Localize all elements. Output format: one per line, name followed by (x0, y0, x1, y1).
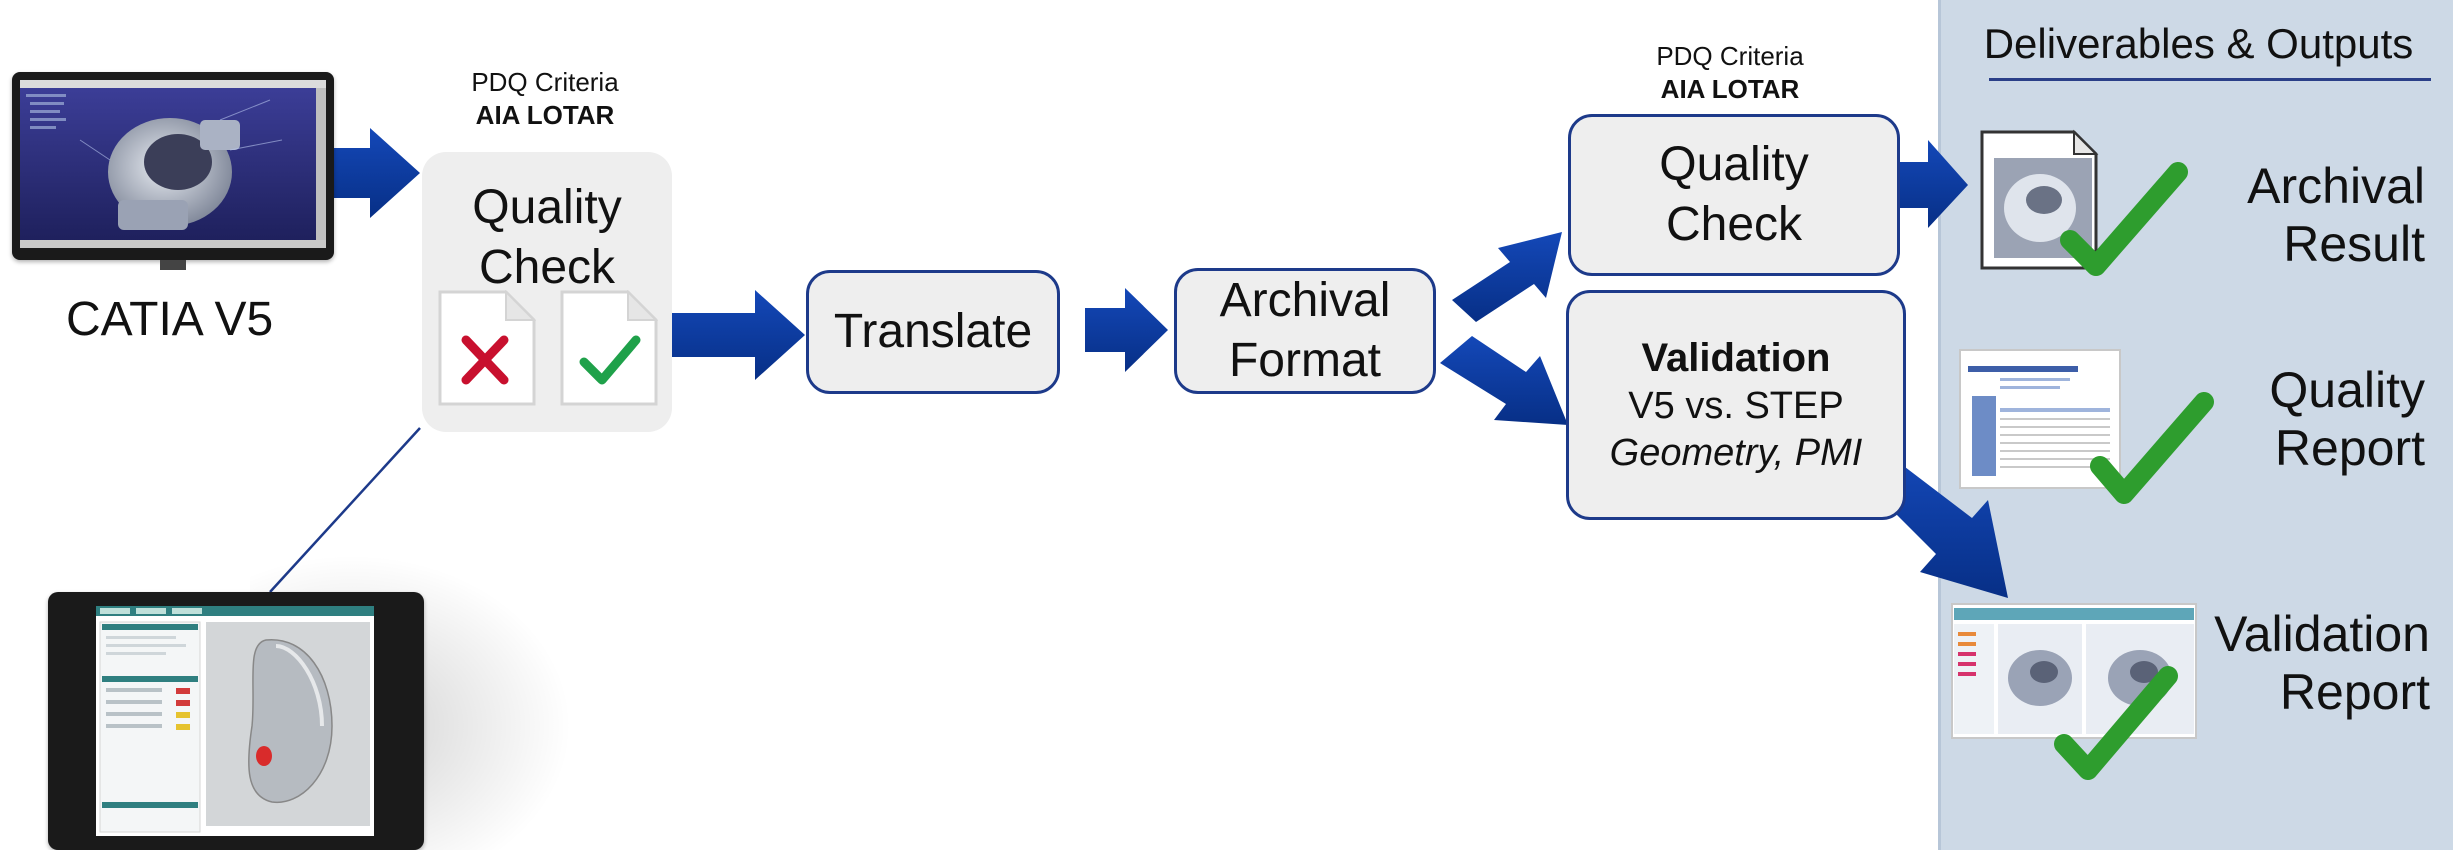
pdq-criteria-2-line1: PDQ Criteria (1656, 41, 1804, 71)
output-1-line2: Result (2283, 215, 2425, 272)
cross-icon (461, 335, 509, 385)
catia-screen-image (20, 80, 326, 248)
output-archival-result: Archival Result (2180, 158, 2425, 273)
document-pass-icon (560, 290, 658, 406)
quality-check-2-line1: Quality (1659, 138, 1809, 191)
checkmark-icon (2054, 666, 2178, 780)
quality-check-box-2: Quality Check (1568, 114, 1900, 276)
checkmark-icon (2090, 392, 2214, 504)
validation-line3: Geometry, PMI (1609, 432, 1863, 474)
archival-result-icon (1980, 129, 2188, 276)
output-3-line2: Report (2279, 663, 2430, 720)
validation-box: Validation V5 vs. STEP Geometry, PMI (1566, 290, 1906, 520)
output-quality-report: Quality Report (2180, 362, 2425, 477)
validation-title: Validation (1641, 335, 1831, 380)
checkmark-icon (2060, 162, 2188, 276)
arrow-translate-to-archival-format (1085, 288, 1168, 372)
pdq-criteria-1-line1: PDQ Criteria (471, 67, 619, 97)
pdq-criteria-1: PDQ Criteria AIA LOTAR (445, 66, 645, 131)
quality-report-thumbnail (1959, 349, 2214, 504)
translate-label: Translate (833, 305, 1033, 358)
arrow-archival-format-to-validation (1440, 336, 1568, 425)
output-validation-report: Validation Report (2180, 606, 2430, 721)
quality-check-2-line2: Check (1665, 198, 1803, 251)
translate-box: Translate (806, 270, 1060, 394)
quality-check-1-line2: Check (478, 241, 616, 294)
checkmark-icon (579, 335, 641, 385)
quality-check-1-line1: Quality (472, 181, 622, 234)
panel-title: Deliverables & Outputs (1983, 20, 2414, 67)
validation-line2: V5 vs. STEP (1628, 384, 1844, 427)
connector-line (269, 427, 421, 593)
output-2-line2: Report (2274, 419, 2425, 476)
arrow-archival-format-to-quality-check (1452, 232, 1562, 322)
validation-report-thumbnail (1951, 603, 2197, 780)
catia-label: CATIA V5 (66, 293, 274, 346)
catia-monitor (12, 72, 334, 270)
pdq-criteria-2: PDQ Criteria AIA LOTAR (1630, 40, 1830, 105)
document-fail-icon (438, 290, 536, 406)
arrow-quality-check-to-archival-result (1898, 140, 1968, 228)
pdq-criteria-1-line2: AIA LOTAR (475, 99, 615, 130)
tablet-screen-image (96, 606, 374, 836)
panel-title-underline (1989, 78, 2431, 81)
output-3-line1: Validation (2214, 606, 2430, 662)
output-1-line1: Archival (2247, 158, 2425, 214)
monitor-stand (160, 260, 186, 270)
archival-format-line2: Format (1228, 334, 1381, 387)
archival-format-box: Archival Format (1174, 268, 1436, 394)
tablet-device (48, 592, 424, 850)
archival-format-line1: Archival (1219, 274, 1391, 327)
pdq-criteria-2-line2: AIA LOTAR (1660, 73, 1800, 104)
arrow-quality-check-to-translate (668, 290, 805, 380)
output-2-line1: Quality (2269, 362, 2425, 418)
